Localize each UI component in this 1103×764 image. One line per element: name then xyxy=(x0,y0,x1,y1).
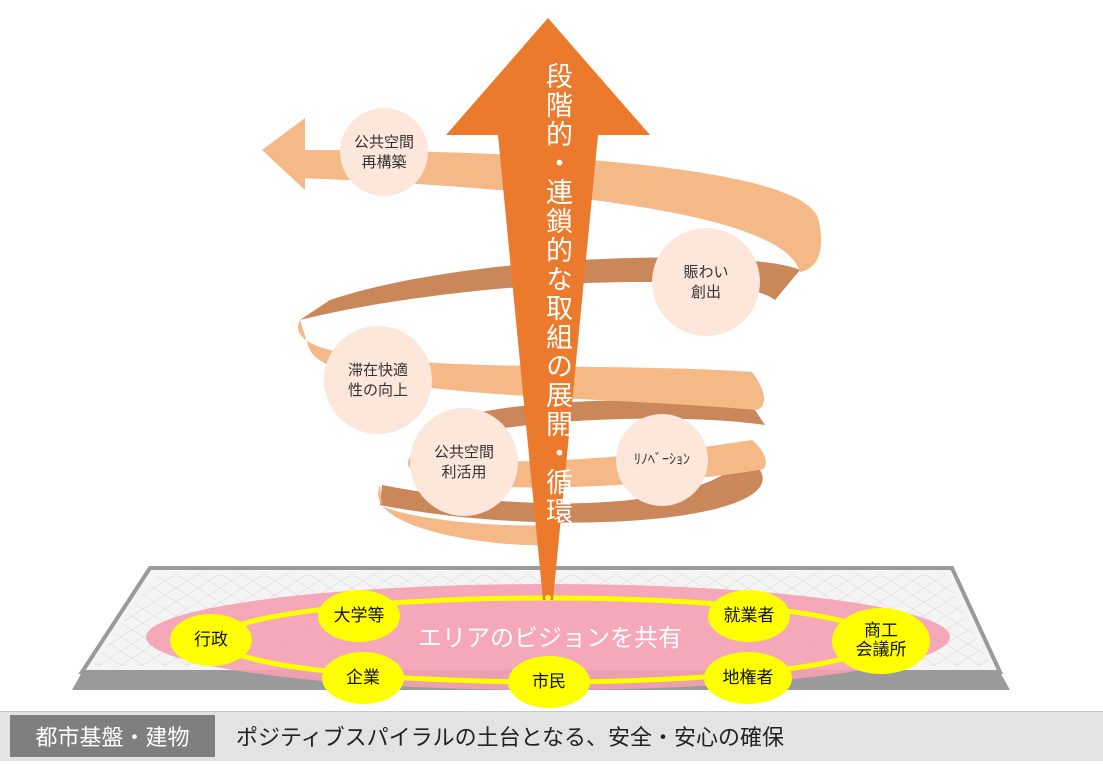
ribbon-back-3 xyxy=(418,400,765,450)
ring-node xyxy=(545,595,551,601)
ribbon-arrowhead xyxy=(262,118,305,190)
step-renovation: ﾘﾉﾍﾞｰｼｮﾝ xyxy=(616,414,708,506)
ribbon-front-top xyxy=(300,150,822,272)
step-public-space-rebuild: 公共空間 再構築 xyxy=(340,108,428,196)
step-public-space-use: 公共空間 利活用 xyxy=(410,408,518,516)
actor-university: 大学等 xyxy=(318,590,400,642)
central-arrow xyxy=(446,18,650,600)
foundation-text: ポジティブスパイラルの土台となる、安全・安心の確保 xyxy=(236,726,785,751)
step-bustle: 賑わい 創出 xyxy=(652,228,760,336)
ribbon-front-2 xyxy=(298,320,765,410)
actor-landowners: 地権者 xyxy=(704,652,792,704)
vision-label: エリアのビジョンを共有 xyxy=(418,624,682,652)
arrow-text: 段階的・連鎖的な取組の展開・循環 xyxy=(541,62,572,526)
actor-government: 行政 xyxy=(170,614,252,666)
actor-company: 企業 xyxy=(322,652,404,704)
actor-citizens: 市民 xyxy=(508,656,590,708)
step-stay-comfort: 滞在快適 性の向上 xyxy=(324,326,432,434)
ribbon-front-4 xyxy=(378,485,548,546)
actor-chamber: 商工 会議所 xyxy=(832,608,930,674)
actor-workers: 就業者 xyxy=(708,590,790,642)
foundation-tag: 都市基盤・建物 xyxy=(10,715,215,757)
